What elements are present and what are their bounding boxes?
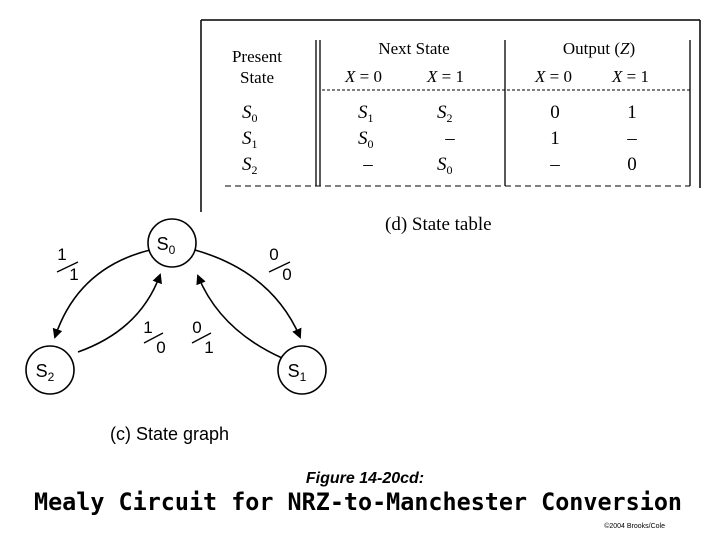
- edge-label-slash: [268, 261, 291, 273]
- edge-s0-to-s2: [52, 249, 151, 339]
- edge-label-slash: [191, 332, 212, 344]
- edge-output: 0: [156, 338, 165, 357]
- subheader-next-x1: X = 1: [426, 67, 464, 86]
- figure-label: Figure 14-20cd:: [306, 470, 424, 487]
- edge-input: 1: [143, 318, 152, 337]
- header-output: Output (Z): [563, 39, 635, 58]
- edge-input: 0: [269, 245, 278, 264]
- output-x1-cell: –: [626, 128, 637, 149]
- state-label: S0: [157, 234, 176, 257]
- state-node-s1: S1: [277, 345, 327, 395]
- table-row: S1 S0 – 1 –: [242, 128, 637, 151]
- table-row: S0 S1 S2 0 1: [242, 102, 637, 125]
- edge-output: 1: [69, 265, 78, 284]
- edge-label-slash: [143, 332, 164, 344]
- output-x1-cell: 0: [627, 154, 637, 175]
- state-label: S1: [288, 361, 307, 384]
- state-circle: [147, 218, 197, 268]
- header-next-state: Next State: [378, 39, 449, 58]
- graph-caption: (c) State graph: [110, 424, 229, 444]
- next-state-x0-cell: S0: [358, 128, 374, 151]
- table-row: S2 – S0 – 0: [242, 154, 637, 177]
- edge-s0-to-s1: [194, 249, 302, 339]
- next-state-x1-cell: S2: [437, 102, 453, 125]
- next-state-x0-cell: S1: [358, 102, 374, 125]
- state-node-s2: S2: [25, 345, 75, 395]
- subheader-output-x1: X = 1: [611, 67, 649, 86]
- header-present: Present: [232, 47, 282, 66]
- edge-s1-to-s0: [196, 274, 283, 359]
- edge-input: 1: [57, 245, 66, 264]
- edge-label-s2-s0: 1 0: [143, 318, 165, 357]
- subheader-output-x0: X = 0: [534, 67, 572, 86]
- state-table: Present State Next State Output (Z) X = …: [200, 19, 701, 235]
- state-circle: [277, 345, 327, 395]
- state-circle: [25, 345, 75, 395]
- output-x0-cell: 1: [550, 128, 560, 149]
- next-state-x1-cell: –: [444, 128, 455, 149]
- present-state-cell: S0: [242, 102, 258, 125]
- present-state-cell: S1: [242, 128, 258, 151]
- copyright-notice: ©2004 Brooks/Cole: [604, 522, 665, 530]
- edge-input: 0: [192, 318, 201, 337]
- next-state-x1-cell: S0: [437, 154, 453, 177]
- header-state: State: [240, 68, 274, 87]
- present-state-cell: S2: [242, 154, 258, 177]
- edge-label-s0-s2: 1 1: [56, 245, 79, 284]
- subheader-next-x0: X = 0: [344, 67, 382, 86]
- output-x1-cell: 1: [627, 102, 637, 123]
- state-graph: 1 1 0 0 1 0 0 1 S0 S2 S1: [25, 218, 327, 444]
- edge-output: 1: [204, 338, 213, 357]
- figure-title: Mealy Circuit for NRZ-to-Manchester Conv…: [34, 488, 682, 516]
- output-x0-cell: –: [549, 154, 560, 175]
- next-state-x0-cell: –: [362, 154, 373, 175]
- table-caption: (d) State table: [385, 214, 492, 235]
- edge-label-s0-s1: 0 0: [268, 245, 292, 284]
- edge-s2-to-s0: [77, 273, 162, 353]
- state-label: S2: [36, 361, 55, 384]
- output-x0-cell: 0: [550, 102, 560, 123]
- edge-label-slash: [56, 261, 79, 273]
- edge-label-s1-s0: 0 1: [191, 318, 214, 357]
- state-node-s0: S0: [147, 218, 197, 268]
- edge-output: 0: [282, 265, 291, 284]
